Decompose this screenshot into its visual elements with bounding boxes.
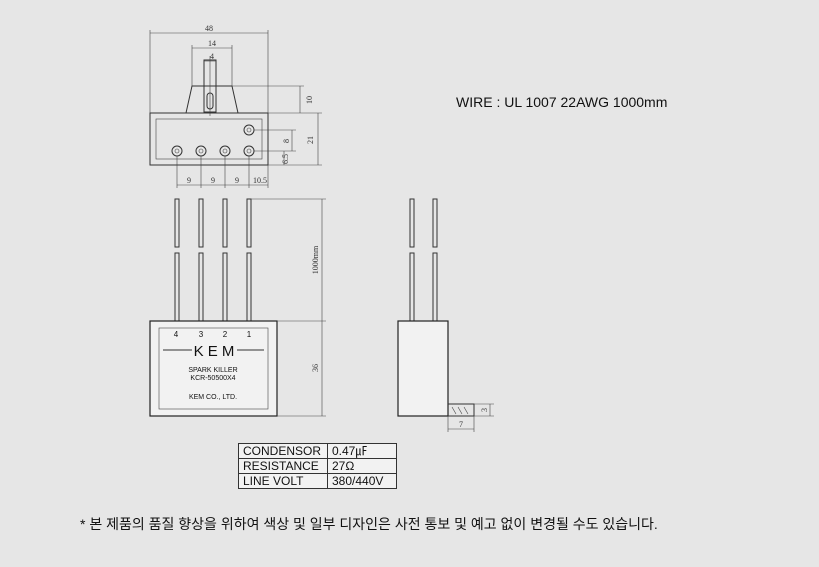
dim-pitch-2: 9 (211, 176, 215, 185)
spec-key: LINE VOLT (238, 473, 328, 489)
wire-spec-note: WIRE : UL 1007 22AWG 1000mm (456, 94, 668, 110)
spark-killer-body (149, 320, 278, 417)
spec-key: RESISTANCE (238, 458, 328, 474)
pin-number-1: 1 (247, 330, 252, 339)
side-view-body (397, 320, 449, 417)
spec-row-condensor: CONDENSOR 0.47㎌ (238, 443, 397, 459)
brand-logo-text: K E M (194, 343, 235, 360)
dim-row-gap: 8 (282, 139, 291, 143)
dim-pitch-1: 9 (187, 176, 191, 185)
spec-row-line-volt: LINE VOLT 380/440V (238, 473, 397, 489)
wires-front (174, 198, 252, 322)
dim-pitch-3: 9 (235, 176, 239, 185)
spec-value: 0.47㎌ (327, 443, 397, 459)
dim-body-height: 36 (311, 364, 320, 372)
disclaimer-footnote: * 본 제품의 품질 향상을 위하여 색상 및 일부 디자인은 사전 통보 및 … (80, 516, 658, 532)
dim-bottom-offset: 6.5 (281, 154, 290, 164)
dim-tab-height: 10 (305, 96, 314, 104)
dim-side-height: 3 (480, 408, 489, 412)
spec-table: CONDENSOR 0.47㎌ RESISTANCE 27Ω LINE VOLT… (238, 443, 397, 489)
connector-housing (149, 112, 269, 166)
side-view: 3 7 (397, 198, 494, 432)
dim-wire-length: 1000mm (311, 245, 320, 274)
pin-number-4: 4 (174, 330, 179, 339)
spark-killer-label-area (158, 327, 269, 410)
product-name: SPARK KILLER (188, 367, 237, 374)
dim-pitch-4: 10.5 (253, 176, 267, 185)
front-view: 4 3 2 1 K E M SPARK KILLER KCR-50500X4 K… (149, 198, 326, 417)
side-view-foot (448, 403, 475, 417)
maker-name: KEM CO., LTD. (189, 394, 237, 401)
spec-value: 380/440V (327, 473, 397, 489)
dim-side-width: 7 (459, 420, 463, 429)
spec-row-resistance: RESISTANCE 27Ω (238, 458, 397, 474)
pin-number-3: 3 (199, 330, 204, 339)
model-number: KCR-50500X4 (190, 375, 235, 382)
connector-pin-holes (171, 124, 255, 157)
dim-neck-width: 14 (208, 39, 216, 48)
pin-number-2: 2 (223, 330, 228, 339)
connector-neck (185, 85, 239, 114)
spec-value: 27Ω (327, 458, 397, 474)
connector-top-view: 48 14 4 10 21 8 6.5 9 9 9 10.5 (149, 24, 322, 188)
spec-key: CONDENSOR (238, 443, 328, 459)
dim-tab-width: 4 (210, 52, 214, 61)
dim-total-width: 48 (205, 24, 213, 33)
dim-connector-height: 21 (306, 136, 315, 144)
